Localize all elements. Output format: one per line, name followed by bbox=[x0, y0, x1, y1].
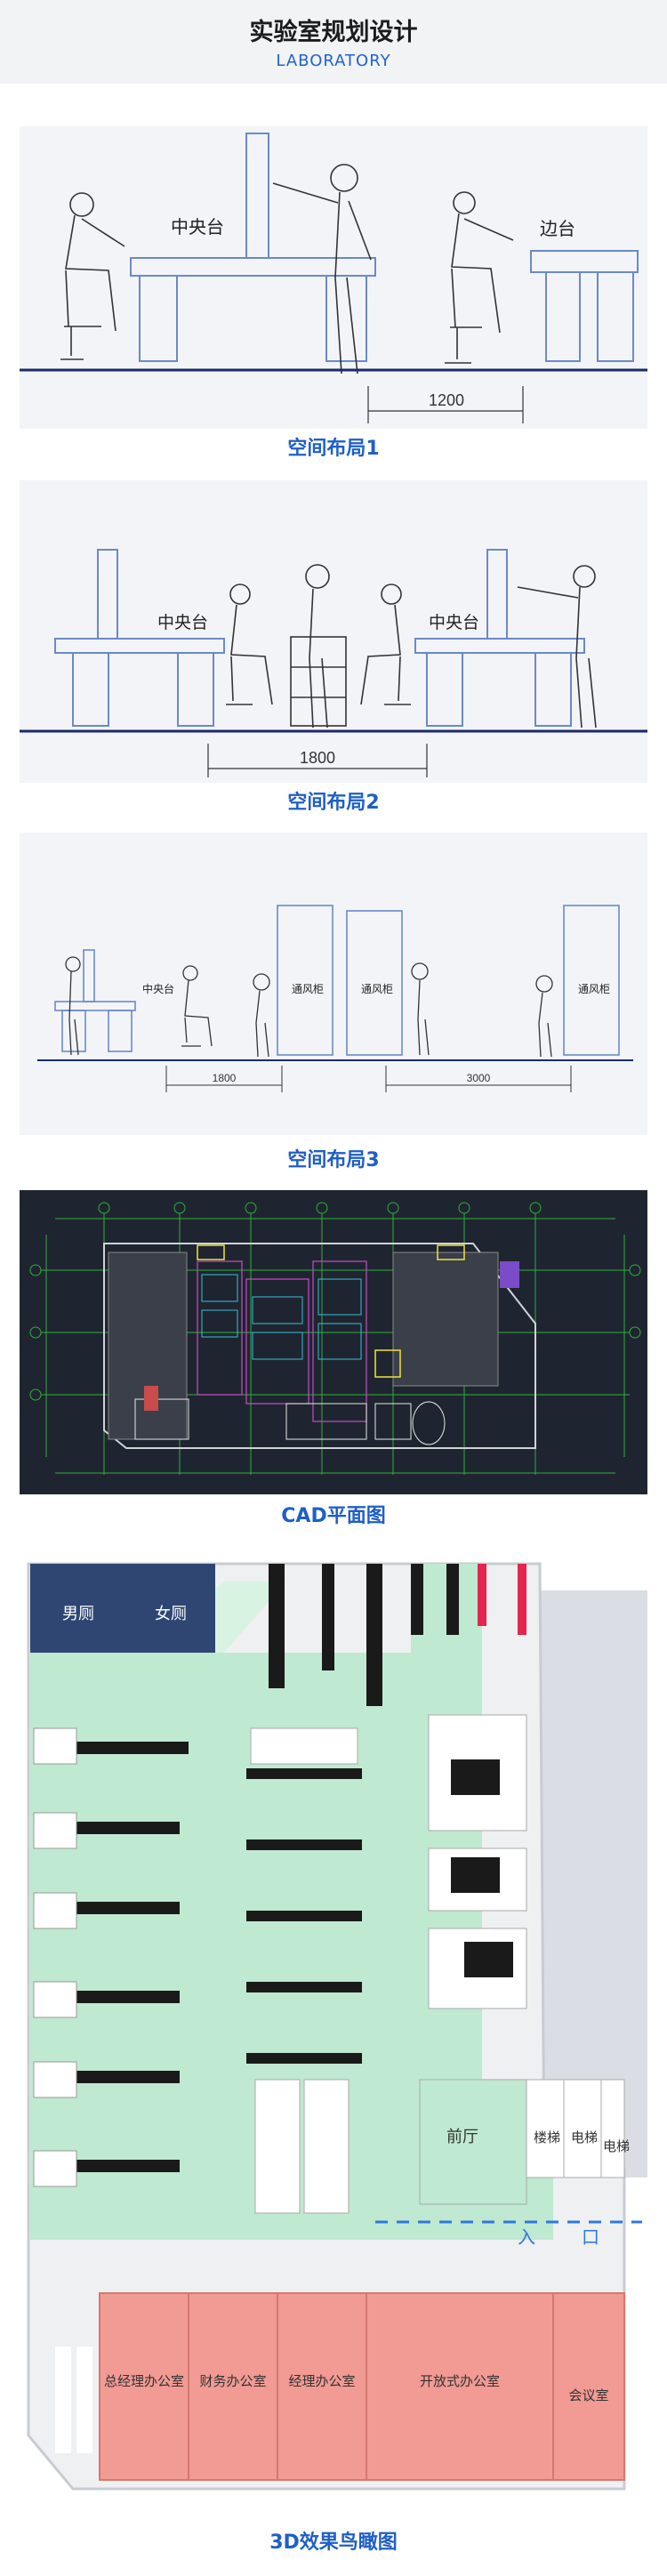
fume-hood-2-label: 通风柜 bbox=[361, 983, 393, 995]
layout-3-caption: 空间布局3 bbox=[287, 1149, 380, 1171]
dimension-label: 1800 bbox=[300, 749, 335, 767]
dimension-label: 1200 bbox=[429, 391, 464, 409]
side-bench-label: 边台 bbox=[540, 218, 575, 239]
layout-1-drawing: 1200 中央台 边台 bbox=[20, 126, 647, 429]
meeting-room-label: 会议室 bbox=[568, 2387, 608, 2403]
center-bench-left-label: 中央台 bbox=[157, 613, 208, 632]
fume-hood-1-label: 通风柜 bbox=[292, 983, 324, 995]
center-bench-right-label: 中央台 bbox=[429, 613, 479, 632]
finance-office-label: 财务办公室 bbox=[199, 2373, 266, 2389]
entrance-label-1: 入 bbox=[518, 2226, 535, 2248]
3d-aerial-view: 男厕 女厕 bbox=[20, 1546, 647, 2517]
manager-office-label: 经理办公室 bbox=[288, 2373, 355, 2389]
lobby-label: 前厅 bbox=[446, 2128, 478, 2146]
center-bench-label: 中央台 bbox=[142, 982, 174, 995]
layout-2-drawing: 1800 中央台 中央台 bbox=[20, 480, 647, 783]
elevator-1-label: 电梯 bbox=[571, 2129, 598, 2145]
layout-2-caption: 空间布局2 bbox=[287, 792, 380, 814]
elevator-2-label: 电梯 bbox=[603, 2138, 630, 2154]
layout-1-caption: 空间布局1 bbox=[287, 438, 380, 460]
center-bench-label: 中央台 bbox=[171, 216, 224, 237]
cad-caption: CAD平面图 bbox=[281, 1505, 386, 1527]
open-office-label: 开放式办公室 bbox=[420, 2373, 500, 2389]
page-subtitle: LABORATORY bbox=[276, 52, 391, 70]
dimension-1-label: 1800 bbox=[213, 1072, 237, 1084]
entrance-label-2: 口 bbox=[582, 2226, 599, 2248]
page-header: 实验室规划设计 LABORATORY bbox=[0, 0, 667, 84]
womens-room-label: 女厕 bbox=[155, 1605, 187, 1623]
cad-floor-plan bbox=[20, 1190, 647, 1494]
page-title: 实验室规划设计 bbox=[249, 19, 418, 46]
fume-hood-3-label: 通风柜 bbox=[578, 983, 610, 995]
gm-office-label: 总经理办公室 bbox=[104, 2373, 184, 2389]
dimension-2-label: 3000 bbox=[467, 1072, 491, 1084]
3d-caption: 3D效果鸟瞰图 bbox=[269, 2532, 398, 2554]
layout-3-drawing: 1800 3000 中央台 通风柜 通风柜 通风柜 bbox=[20, 833, 647, 1135]
mens-room-label: 男厕 bbox=[62, 1605, 94, 1623]
stairs-label: 楼梯 bbox=[534, 2129, 560, 2145]
